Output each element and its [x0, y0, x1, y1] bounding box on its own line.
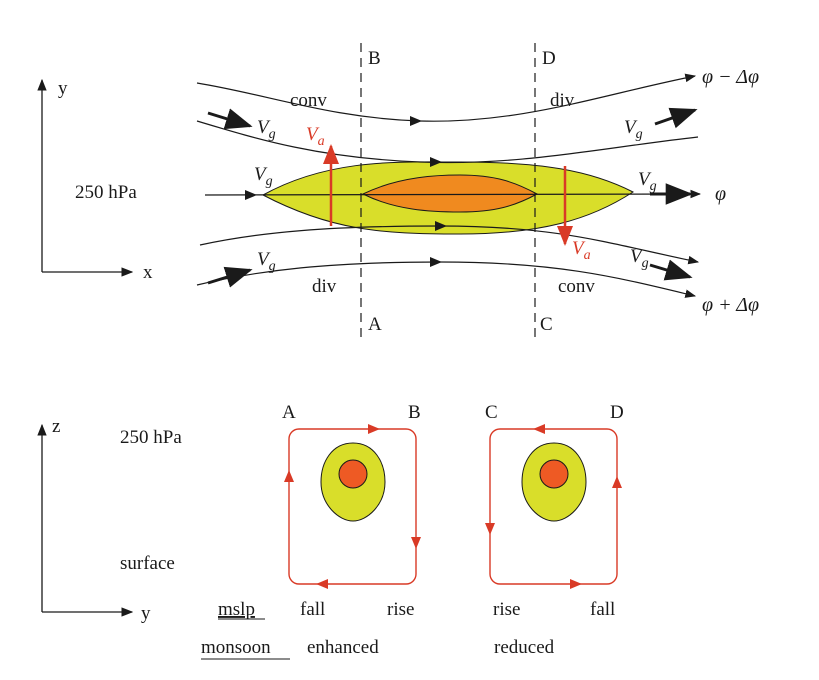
svg-text:Vg: Vg: [630, 246, 649, 271]
zy-axes: z y: [37, 416, 151, 624]
mslp-value-2: rise: [387, 599, 414, 620]
cell1-label-A: A: [282, 402, 296, 423]
ageostrophic-labels: Va Va: [306, 124, 591, 263]
circulation-cell-right: [489, 428, 618, 585]
svg-text:Vg: Vg: [624, 117, 643, 142]
svg-text:Vg: Vg: [638, 169, 657, 194]
line-label-D: D: [542, 48, 556, 69]
cell1-label-B: B: [408, 402, 421, 423]
section-lines: [360, 43, 536, 337]
circulation-arrows: [284, 424, 622, 589]
circulation-cell-left: [288, 428, 417, 585]
surface-label: surface: [120, 553, 175, 574]
conv-label-lower-right: conᴠ: [558, 276, 595, 297]
jet-cross-section-right: [521, 442, 587, 522]
contour-upper-mid: [196, 120, 699, 164]
cell2-label-D: D: [610, 402, 624, 423]
contour-label-mid: φ: [715, 183, 726, 205]
level-label-top: 250 hPa: [75, 182, 137, 203]
geostrophic-labels: Vg Vg Vg Vg Vg Vg: [254, 117, 657, 274]
svg-text:Va: Va: [572, 238, 591, 263]
conv-label-upper-left: conᴠ: [290, 90, 327, 111]
axis-y-label: y: [58, 78, 68, 99]
monsoon-label: monsoon: [201, 637, 271, 658]
mslp-value-3: rise: [493, 599, 520, 620]
svg-text:Vg: Vg: [257, 117, 276, 142]
contour-top: [196, 73, 697, 122]
mslp-value-4: fall: [590, 599, 615, 620]
contour-arrows: [245, 116, 447, 267]
line-label-C: C: [540, 314, 553, 335]
div-label-upper-right: diᴠ: [550, 90, 575, 111]
mslp-label: mslp: [218, 599, 255, 620]
level-label-bottom: 250 hPa: [120, 427, 182, 448]
line-label-A: A: [368, 314, 382, 335]
line-label-B: B: [368, 48, 381, 69]
svg-text:Vg: Vg: [257, 249, 276, 274]
div-label-lower-left: diᴠ: [312, 276, 337, 297]
contour-label-bottom: φ + Δφ: [702, 294, 759, 316]
axis-y-label-bottom: y: [141, 603, 151, 624]
cell2-label-C: C: [485, 402, 498, 423]
axis-z-label: z: [52, 416, 60, 437]
monsoon-value-2: reduced: [494, 637, 555, 658]
axis-x-label: x: [143, 262, 153, 283]
geostrophic-arrows: [207, 107, 698, 288]
mslp-value-1: fall: [300, 599, 325, 620]
monsoon-value-1: enhanced: [307, 637, 379, 658]
xy-axes: y x: [37, 78, 153, 283]
svg-text:Vg: Vg: [254, 164, 273, 189]
ageostrophic-arrows: [323, 144, 573, 246]
contour-label-top: φ − Δφ: [702, 66, 759, 88]
svg-text:Va: Va: [306, 124, 325, 149]
jet-cross-section-left: [320, 442, 386, 522]
contour-middle: [204, 189, 702, 199]
